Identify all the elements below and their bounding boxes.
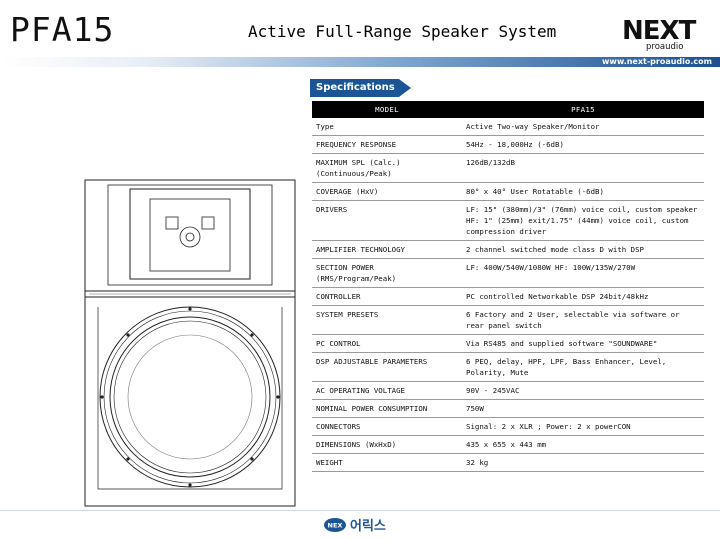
table-row: MAXIMUM SPL (Calc.) (Continuous/Peak)126… xyxy=(312,153,704,183)
brand-logo-text: NEXT xyxy=(622,16,697,46)
spec-parameter: AMPLIFIER TECHNOLOGY xyxy=(312,240,462,259)
next-proaudio-logo: NEXT proaudio xyxy=(622,16,698,51)
spec-value: Active Two-way Speaker/Monitor xyxy=(462,118,704,136)
spec-value: PC controlled Networkable DSP 24bit/48kH… xyxy=(462,287,704,306)
spec-parameter: SECTION POWER (RMS/Program/Peak) xyxy=(312,258,462,288)
spec-parameter: MAXIMUM SPL (Calc.) (Continuous/Peak) xyxy=(312,153,462,183)
footer-company-logo: NEX 어릭스 xyxy=(324,518,386,534)
specifications-tab: Specifications xyxy=(310,79,411,97)
spec-value: 435 x 655 x 443 mm xyxy=(462,435,704,454)
spec-value: 750W xyxy=(462,399,704,418)
footer-logo-korean: 어릭스 xyxy=(350,518,386,534)
column-header-model: MODEL xyxy=(312,101,462,118)
page-title: Active Full-Range Speaker System xyxy=(248,22,557,41)
table-row: COVERAGE (HxV)80° x 40° User Rotatable (… xyxy=(312,182,704,201)
speaker-front-drawing xyxy=(84,179,296,507)
spec-parameter: FREQUENCY RESPONSE xyxy=(312,135,462,154)
spec-value: 6 PEQ, delay, HPF, LPF, Bass Enhancer, L… xyxy=(462,352,704,382)
spec-parameter: NOMINAL POWER CONSUMPTION xyxy=(312,399,462,418)
spec-parameter: DSP ADJUSTABLE PARAMETERS xyxy=(312,352,462,382)
spec-value: Signal: 2 x XLR ; Power: 2 x powerCON xyxy=(462,417,704,436)
spec-parameter: DRIVERS xyxy=(312,200,462,241)
spec-value: 90V - 245VAC xyxy=(462,381,704,400)
model-title: PFA15 xyxy=(10,10,115,49)
spec-value: LF: 400W/540W/1080W HF: 100W/135W/270W xyxy=(462,258,704,288)
spec-value: 80° x 40° User Rotatable (-6dB) xyxy=(462,182,704,201)
footer-divider xyxy=(0,510,720,511)
website-url[interactable]: www.next-proaudio.com xyxy=(602,57,712,66)
spec-parameter: COVERAGE (HxV) xyxy=(312,182,462,201)
table-header-row: MODEL PFA15 xyxy=(312,101,704,118)
spec-value: 126dB/132dB xyxy=(462,153,704,183)
spec-parameter: CONNECTORS xyxy=(312,417,462,436)
spec-parameter: AC OPERATING VOLTAGE xyxy=(312,381,462,400)
spec-parameter: SYSTEM PRESETS xyxy=(312,305,462,335)
spec-value: 2 channel switched mode class D with DSP xyxy=(462,240,704,259)
spec-value: Via RS485 and supplied software "SOUNDWA… xyxy=(462,334,704,353)
spec-parameter: CONTROLLER xyxy=(312,287,462,306)
spec-parameter: Type xyxy=(312,118,462,136)
column-header-value: PFA15 xyxy=(462,101,704,118)
table-row: DIMENSIONS (WxHxD)435 x 655 x 443 mm xyxy=(312,435,704,454)
table-row: SECTION POWER (RMS/Program/Peak)LF: 400W… xyxy=(312,258,704,288)
spec-parameter: PC CONTROL xyxy=(312,334,462,353)
spec-value: 54Hz - 18,000Hz (-6dB) xyxy=(462,135,704,154)
spec-parameter: WEIGHT xyxy=(312,453,462,472)
header-band xyxy=(0,57,720,67)
spec-value: 32 kg xyxy=(462,453,704,472)
spec-parameter: DIMENSIONS (WxHxD) xyxy=(312,435,462,454)
brand-logo-sub: proaudio xyxy=(646,42,683,51)
spec-value: 6 Factory and 2 User, selectable via sof… xyxy=(462,305,704,335)
footer-logo-mark: NEX xyxy=(328,522,343,530)
spec-value: LF: 15" (380mm)/3" (76mm) voice coil, cu… xyxy=(462,200,704,241)
